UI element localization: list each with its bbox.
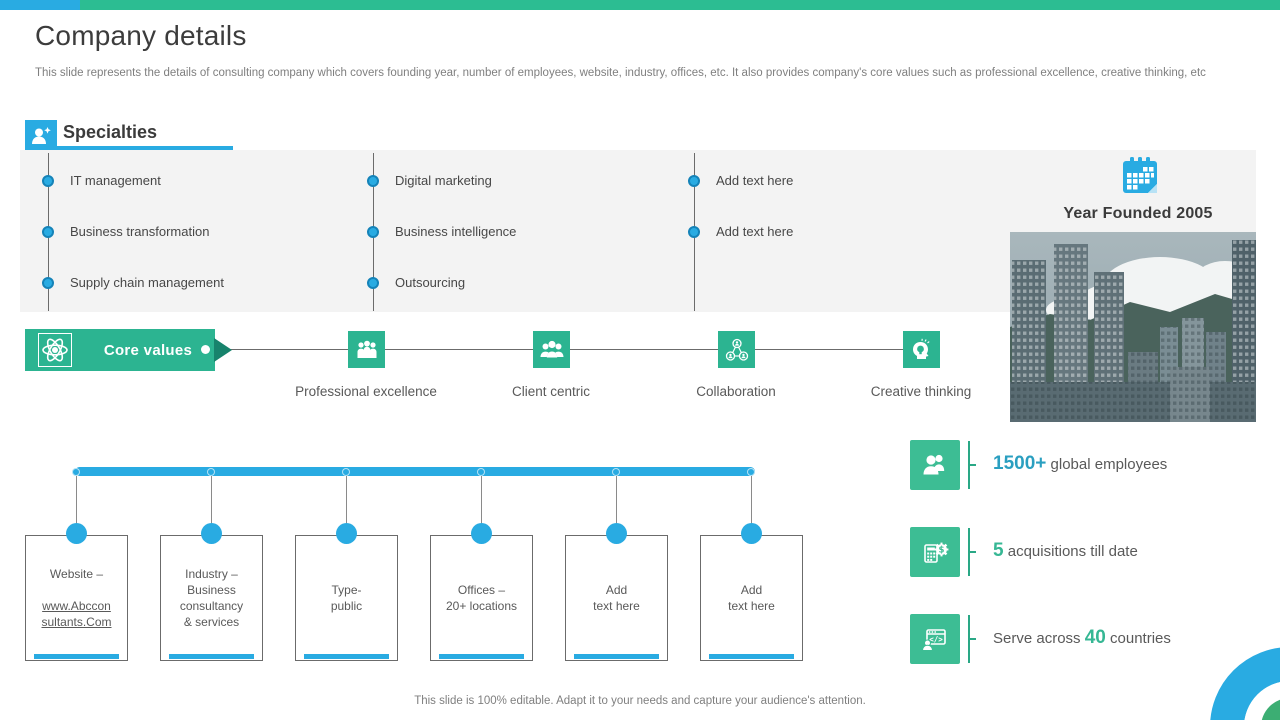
timeline-node-dot [471, 523, 492, 544]
timeline-node-dot [66, 523, 87, 544]
svg-text:$: $ [939, 546, 945, 556]
core-values-dot [201, 345, 210, 354]
arrow-right-icon [214, 338, 234, 367]
core-values-heading: Core values [103, 341, 193, 359]
page-title: Company details [35, 20, 247, 51]
timeline-node-dot [741, 523, 762, 544]
atom-icon [42, 338, 68, 362]
city-skyline-photo [1010, 232, 1256, 422]
specialty-item: Outsourcing [395, 275, 466, 290]
timeline-bar [75, 467, 755, 476]
fact-box-offices: Offices – 20+ locations [430, 535, 533, 661]
editable-note: This slide is 100% editable. Adapt it to… [414, 695, 866, 707]
timeline-bar-dot [477, 468, 485, 476]
specialty-placeholder[interactable]: Add text here [716, 173, 794, 188]
stat-acquisitions: 5 acquisitions till date [993, 540, 1138, 562]
type-text: Type- public [330, 582, 363, 613]
specialties-underline [57, 146, 233, 153]
timeline-bar-dot [72, 468, 80, 476]
page-subtitle: This slide represents the details of con… [35, 67, 1206, 79]
stat-countries: Serve across 40 countries [993, 627, 1171, 649]
year-founded-label: Year Founded 2005 [1063, 205, 1213, 222]
stat-post: countries [1105, 630, 1171, 647]
network-icon [718, 331, 755, 368]
stat-post: global employees [1046, 456, 1168, 473]
specialty-item: Supply chain management [70, 275, 224, 290]
timeline-connector [76, 476, 77, 534]
timeline-node-dot [606, 523, 627, 544]
core-value-label: Collaboration [696, 384, 776, 399]
person-star-icon [32, 127, 51, 144]
timeline-node-dot [201, 523, 222, 544]
core-values-banner: Core values [25, 329, 215, 371]
fact-box-type: Type- public [295, 535, 398, 661]
corner-circles-decoration [1210, 647, 1280, 720]
bullet-icon [42, 175, 54, 187]
specialties-heading: Specialties [63, 122, 158, 142]
fact-box-accent [34, 654, 119, 659]
fact-box-website: Website – www.Abccon sultants.Com [25, 535, 128, 661]
acquisition-calculator-icon: $ [910, 527, 960, 577]
timeline-bar-dot [207, 468, 215, 476]
stat-pre: Serve across [993, 630, 1085, 647]
bullet-icon [367, 226, 379, 238]
core-value-label: Creative thinking [870, 384, 972, 399]
placeholder-text[interactable]: Add text here [728, 582, 775, 613]
fact-box-accent [439, 654, 524, 659]
bullet-icon [688, 175, 700, 187]
fact-box-accent [574, 654, 659, 659]
specialty-item: Business intelligence [395, 224, 517, 239]
stat-divider-tick [968, 551, 976, 553]
website-link[interactable]: www.Abccon sultants.Com [41, 599, 112, 630]
bullet-icon [367, 277, 379, 289]
employees-icon [910, 440, 960, 490]
fact-box-placeholder-1[interactable]: Add text here [565, 535, 668, 661]
timeline-connector [751, 476, 752, 534]
timeline-connector [481, 476, 482, 534]
creative-mind-icon [903, 331, 940, 368]
specialty-item: IT management [70, 173, 161, 188]
website-label: Website – [49, 566, 104, 581]
industry-text: Industry – Business consultancy & servic… [179, 566, 244, 630]
timeline-bar-dot [342, 468, 350, 476]
stat-divider-tick [968, 638, 976, 640]
top-accent-bar-blue-segment [0, 0, 80, 10]
core-value-label: Client centric [511, 384, 591, 399]
fact-box-industry: Industry – Business consultancy & servic… [160, 535, 263, 661]
stat-value: 5 [993, 540, 1004, 561]
specialty-item: Digital marketing [395, 173, 492, 188]
bullet-icon [42, 226, 54, 238]
svg-text:</>: </> [929, 635, 943, 644]
specialty-item: Business transformation [70, 224, 210, 239]
fact-box-accent [169, 654, 254, 659]
stat-post: acquisitions till date [1003, 543, 1138, 560]
stat-value: 40 [1084, 627, 1106, 648]
fact-box-accent [304, 654, 389, 659]
people-group-icon [533, 331, 570, 368]
timeline-bar-dot [747, 468, 755, 476]
team-icon [348, 331, 385, 368]
placeholder-text[interactable]: Add text here [593, 582, 640, 613]
atom-icon-frame [38, 333, 72, 367]
specialties-section-icon-box [25, 120, 57, 152]
core-value-label: Professional excellence [295, 384, 437, 399]
timeline-connector [346, 476, 347, 534]
top-accent-bar [0, 0, 1280, 10]
global-serve-icon: </> [910, 614, 960, 664]
fact-box-placeholder-2[interactable]: Add text here [700, 535, 803, 661]
calendar-icon [1118, 153, 1162, 202]
fact-box-accent [709, 654, 794, 659]
specialty-placeholder[interactable]: Add text here [716, 224, 794, 239]
timeline-connector [211, 476, 212, 534]
bullet-icon [42, 277, 54, 289]
timeline-bar-dot [612, 468, 620, 476]
bullet-icon [688, 226, 700, 238]
timeline-node-dot [336, 523, 357, 544]
stat-value: 1500+ [993, 453, 1047, 474]
offices-text: Offices – 20+ locations [445, 582, 518, 613]
bullet-icon [367, 175, 379, 187]
stat-divider-tick [968, 464, 976, 466]
stat-employees: 1500+ global employees [993, 453, 1167, 475]
timeline-connector [616, 476, 617, 534]
